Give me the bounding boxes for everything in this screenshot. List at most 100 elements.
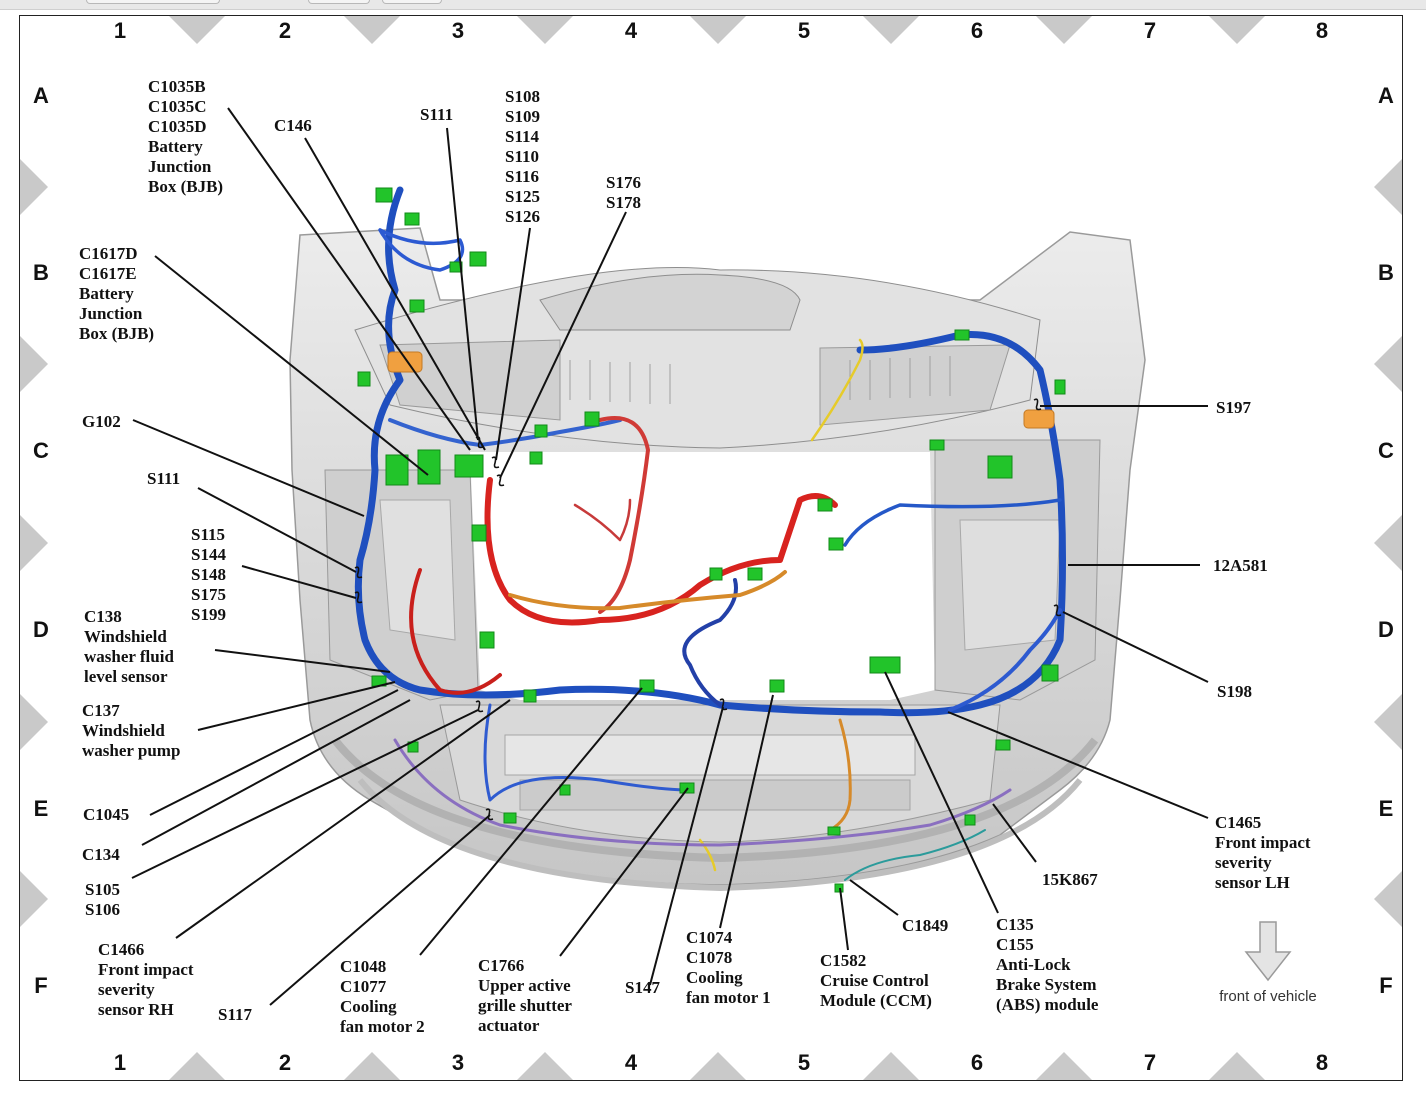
- harness-teal: [844, 829, 986, 881]
- grid-column-label: 4: [625, 1050, 638, 1075]
- callout-bjb2: Box (BJB): [79, 324, 154, 343]
- callout-c135: Anti-Lock: [996, 955, 1071, 974]
- leader-lines: [131, 107, 1209, 1006]
- harness-blue-top: [388, 418, 622, 447]
- zone-marker: [20, 336, 48, 392]
- harness-yellow-lower: [698, 838, 717, 872]
- callout-c1048: C1048: [340, 957, 386, 976]
- zone-marker: [20, 871, 48, 927]
- callout-bjb1: Box (BJB): [148, 177, 223, 196]
- grid-column-label: 8: [1316, 1050, 1328, 1075]
- callout-c1582: C1582: [820, 951, 866, 970]
- grid-row-label: F: [34, 973, 47, 998]
- callout-bjb1: Battery: [148, 137, 203, 156]
- grid-row-label: C: [1378, 438, 1394, 463]
- grid-row-label: B: [33, 260, 49, 285]
- grid-column-label: 1: [114, 18, 126, 43]
- zone-marker: [517, 16, 573, 44]
- grid-column-label: 6: [971, 18, 983, 43]
- callout-c137: Windshield: [82, 721, 165, 740]
- harness-blue-right-branch: [843, 498, 1062, 547]
- callout-bjb2: Battery: [79, 284, 134, 303]
- zone-markers: [20, 16, 1402, 1080]
- zone-marker: [1374, 336, 1402, 392]
- callout-s176: S176: [606, 173, 641, 192]
- callout-c1766: Upper active: [478, 976, 571, 995]
- zone-marker: [1209, 16, 1265, 44]
- callout-s197: S197: [1216, 398, 1251, 417]
- harness-purple: [393, 738, 1012, 847]
- grid-row-label: E: [1379, 796, 1394, 821]
- callout-c146: C146: [274, 116, 312, 135]
- zone-marker: [863, 1052, 919, 1080]
- harness-orange-lower: [828, 718, 852, 832]
- callout-k867: 15K867: [1042, 870, 1098, 889]
- callout-c1766: C1766: [478, 956, 524, 975]
- callout-splices-left: S199: [191, 605, 226, 624]
- zone-marker: [20, 515, 48, 571]
- callout-c1465: C1465: [1215, 813, 1261, 832]
- harness-blue-upper-loop: [378, 228, 465, 272]
- zone-marker: [1209, 1052, 1265, 1080]
- callout-s105: S106: [85, 900, 120, 919]
- zone-marker: [690, 16, 746, 44]
- zone-marker: [1036, 16, 1092, 44]
- callout-c135: C135: [996, 915, 1034, 934]
- grid-column-label: 5: [798, 1050, 810, 1075]
- callout-splices-left: S175: [191, 585, 226, 604]
- callout-s111-left: S111: [147, 469, 180, 488]
- callout-c135: C155: [996, 935, 1034, 954]
- zone-marker: [690, 1052, 746, 1080]
- callout-c1465: sensor LH: [1215, 873, 1290, 892]
- callout-c1849: C1849: [902, 916, 948, 935]
- grid-column-label: 7: [1144, 1050, 1156, 1075]
- grid-row-label: A: [1378, 83, 1394, 108]
- callout-c1048: fan motor 2: [340, 1017, 425, 1036]
- callout-bjb2: C1617D: [79, 244, 138, 263]
- callout-c1466: sensor RH: [98, 1000, 174, 1019]
- callout-c134: C134: [82, 845, 120, 864]
- callout-c135: (ABS) module: [996, 995, 1099, 1014]
- harness-yellow: [810, 338, 864, 442]
- grid-row-label: B: [1378, 260, 1394, 285]
- callout-splices-left: S148: [191, 565, 226, 584]
- callout-c1074: Cooling: [686, 968, 743, 987]
- diagram-frame: [19, 15, 1403, 1081]
- callout-c137: washer pump: [82, 741, 180, 760]
- callout-c1048: C1077: [340, 977, 387, 996]
- callout-c1074: C1078: [686, 948, 732, 967]
- grid-column-label: 8: [1316, 18, 1328, 43]
- callout-splices-top: S110: [505, 147, 539, 166]
- grid-column-label: 3: [452, 1050, 464, 1075]
- harness-blue-right-lower: [948, 608, 1062, 712]
- zone-marker: [1374, 515, 1402, 571]
- zone-marker: [1374, 871, 1402, 927]
- grid-column-label: 4: [625, 18, 638, 43]
- callout-splices-top: S114: [505, 127, 540, 146]
- zone-marker: [1374, 159, 1402, 215]
- callout-c135: Brake System: [996, 975, 1097, 994]
- callout-s105: S105: [85, 880, 120, 899]
- front-arrow-icon: [1244, 921, 1292, 982]
- callout-c1045: C1045: [83, 805, 129, 824]
- callout-c1048: Cooling: [340, 997, 397, 1016]
- harness-red-branch: [573, 498, 632, 542]
- callout-splices-top: S125: [505, 187, 540, 206]
- grid-column-label: 2: [279, 1050, 291, 1075]
- zone-marker: [1036, 1052, 1092, 1080]
- grid-row-label: D: [33, 617, 49, 642]
- callout-c1766: actuator: [478, 1016, 540, 1035]
- callout-bjb2: C1617E: [79, 264, 137, 283]
- grid-row-label: A: [33, 83, 49, 108]
- callout-c1074: C1074: [686, 928, 733, 947]
- callout-s147: S147: [625, 978, 660, 997]
- grid-row-label: C: [33, 438, 49, 463]
- grid-column-label: 6: [971, 1050, 983, 1075]
- callout-c1582: Cruise Control: [820, 971, 929, 990]
- callout-s198: S198: [1217, 682, 1252, 701]
- zone-marker: [344, 1052, 400, 1080]
- harness-blue-left: [354, 186, 1066, 717]
- callout-c1466: severity: [98, 980, 155, 999]
